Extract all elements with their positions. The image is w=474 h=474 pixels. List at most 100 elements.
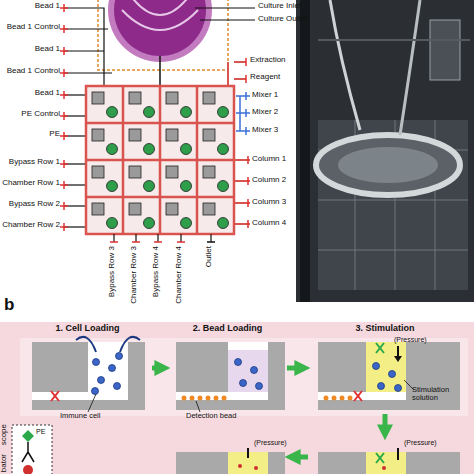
port-label: Extraction (250, 56, 314, 65)
figure-shape (76, 337, 96, 352)
figure-shape (324, 396, 353, 401)
step-arrow (287, 366, 304, 371)
figure-shape (181, 144, 192, 155)
port-label: Bead 1 (0, 2, 60, 11)
port-label: PE (0, 130, 60, 139)
pressure-note: (Pressure) (254, 439, 304, 447)
figure-shape (159, 86, 162, 234)
figure-shape (222, 396, 227, 401)
figure-shape (240, 380, 247, 387)
figure-shape (154, 241, 162, 243)
figure-shape (60, 28, 68, 30)
figure-shape (114, 383, 121, 390)
figure-shape (235, 359, 242, 366)
figure-shape (166, 203, 178, 215)
figure-shape (159, 56, 161, 88)
figure-shape (218, 218, 229, 229)
step-arrow (291, 455, 308, 460)
figure-shape (64, 72, 112, 73)
figure-shape (60, 184, 68, 186)
step-arrow (152, 366, 164, 371)
port-label: Column 1 (252, 155, 316, 164)
figure-shape (144, 107, 155, 118)
figure-shape (64, 8, 104, 88)
figure-shape (120, 337, 140, 352)
port-label: Chamber Row 1 (0, 179, 60, 188)
port-label: Chamber Row 3 (130, 246, 139, 306)
figure-shape (93, 359, 100, 366)
figure-shape (373, 363, 402, 392)
figure-shape (214, 396, 219, 401)
figure-shape (234, 78, 246, 80)
figure-shape (366, 452, 406, 474)
figure-shape (195, 8, 255, 9)
port-label: Bypass Row 3 (108, 246, 117, 306)
inset-label: scope (0, 424, 9, 452)
figure-shape (60, 226, 68, 228)
figure-shape (234, 61, 246, 63)
figure-shape (207, 241, 215, 243)
figure-shape (354, 391, 362, 401)
figure-shape (254, 466, 258, 470)
figure-shape (182, 396, 227, 401)
figure-shape (247, 177, 249, 185)
figure-shape (23, 465, 33, 474)
pressure-note: (Pressure) (404, 439, 460, 447)
figure-shape (32, 392, 128, 400)
figure-shape (129, 166, 141, 178)
figure-shape (338, 147, 438, 183)
figure-shape (324, 396, 329, 401)
figure-shape (92, 92, 104, 104)
figure-shape (92, 353, 123, 395)
figure-shape (166, 92, 178, 104)
port-label: Bypass Row 2 (0, 200, 60, 209)
figure-shape (236, 130, 250, 132)
figure-shape (246, 58, 248, 228)
figure-shape (198, 396, 203, 401)
figure-shape (51, 391, 59, 401)
figure-shape (60, 4, 68, 231)
figure-shape (318, 39, 470, 41)
figure-shape (144, 144, 155, 155)
figure-shape (196, 86, 199, 234)
step-1-chip (32, 337, 145, 412)
figure-shape (318, 452, 460, 474)
figure-shape (176, 342, 285, 410)
figure-shape (92, 92, 229, 229)
port-label: Bypass Row 1 (0, 158, 60, 167)
figure-shape (108, 0, 212, 62)
callout-label: Detection bead (186, 412, 266, 420)
figure-shape (116, 353, 123, 360)
figure-shape (181, 218, 192, 229)
figure-shape (318, 250, 468, 251)
step-title: 3. Stimulation (310, 324, 460, 334)
figure-shape (60, 115, 68, 117)
figure-shape (181, 181, 192, 192)
figure-shape (60, 7, 68, 9)
figure-shape (129, 92, 141, 104)
figure-shape (236, 95, 250, 97)
figure-shape (144, 181, 155, 192)
figure-shape (389, 371, 396, 378)
figure-shape (235, 359, 263, 390)
figure-shape (22, 442, 34, 462)
figure-shape (245, 109, 247, 117)
step-arrow (383, 414, 388, 434)
port-label: Bead 1 Control (0, 67, 60, 76)
figure-shape (245, 75, 247, 83)
figure-shape (177, 241, 185, 243)
figure-shape (247, 220, 249, 228)
port-label: Mixer 1 (252, 91, 316, 100)
figure-shape (239, 96, 241, 131)
figure-shape (60, 94, 68, 96)
figure-shape (203, 129, 215, 141)
figure-shape (92, 203, 104, 215)
figure-shape (203, 203, 215, 215)
port-label: Culture Outlet (258, 15, 322, 24)
figure-shape (88, 394, 96, 412)
figure-shape (129, 203, 141, 215)
figure-shape (376, 453, 384, 463)
figure-shape (400, 0, 420, 135)
callout-label: Stimulation solution (412, 386, 462, 403)
